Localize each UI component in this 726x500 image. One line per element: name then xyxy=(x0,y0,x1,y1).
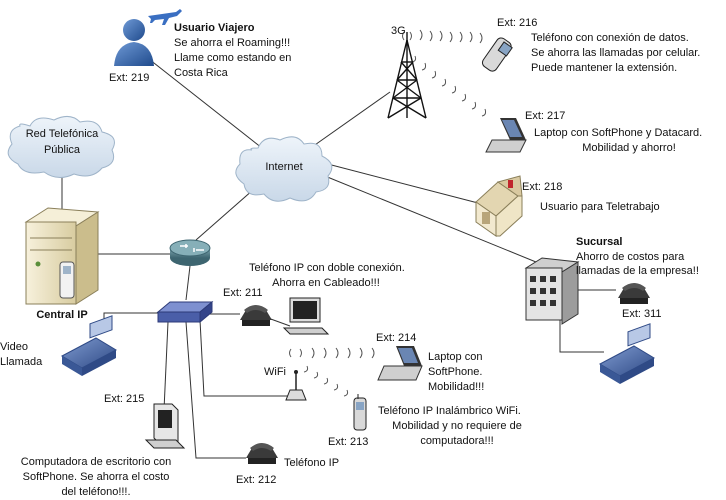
server-icon xyxy=(24,207,100,305)
viajero-line-1: Se ahorra el Roaming!!! xyxy=(174,37,290,49)
laptop214-line-2: SoftPhone. xyxy=(428,366,482,378)
pc215-line-2: SoftPhone. Se ahorra el costo xyxy=(23,471,170,483)
public-network-cloud-icon: Red Telefónica Pública xyxy=(7,116,115,178)
video-phone-icon xyxy=(598,323,656,384)
laptop214-line-3: Mobilidad!!! xyxy=(428,381,484,393)
airplane-icon xyxy=(148,9,182,25)
link-internet-3g xyxy=(311,91,391,148)
link-internet-teletrabajo xyxy=(319,161,479,204)
connections xyxy=(61,51,616,459)
video-line-1: Video xyxy=(0,341,28,353)
laptop217-line-2: Mobilidad y ahorro! xyxy=(582,142,676,154)
cell-phone-icon xyxy=(481,37,513,72)
cell-phone-icon xyxy=(353,394,367,431)
link-phone211-pc xyxy=(267,317,291,327)
ext-213: Ext: 213 xyxy=(328,436,368,448)
viajero-ext: Ext: 219 xyxy=(109,72,149,84)
viajero-line-2: Llame como estando en xyxy=(174,52,291,64)
building-icon xyxy=(524,257,580,325)
viajero-line-3: Costa Rica xyxy=(174,67,229,79)
wifi213-line-3: computadora!!! xyxy=(420,435,493,447)
phone216-line-2: Se ahorra las llamadas por celular. xyxy=(531,47,700,59)
sucursal-line-1: Ahorro de costos para xyxy=(576,251,685,263)
link-sucursal-videophone xyxy=(559,310,604,353)
ext-211: Ext: 211 xyxy=(223,287,263,299)
wifi213-line-2: Mobilidad y no requiere de xyxy=(392,420,522,432)
cell-tower-icon xyxy=(387,32,427,119)
laptop217-line-1: Laptop con SoftPhone y Datacard. xyxy=(534,127,702,139)
link-viajero-internet xyxy=(139,51,263,149)
link-switch-wifi xyxy=(199,319,292,397)
public-network-label-2: Pública xyxy=(44,144,81,156)
video-line-2: Llamada xyxy=(0,356,43,368)
internet-cloud-icon: Internet xyxy=(235,136,333,202)
pc215-line-1: Computadora de escritorio con xyxy=(21,456,171,468)
link-internet-sucursal xyxy=(319,173,537,263)
user-icon xyxy=(114,19,154,66)
public-network-label-1: Red Telefónica xyxy=(26,128,99,140)
phone212-label: Teléfono IP xyxy=(284,457,339,469)
viajero-title: Usuario Viajero xyxy=(174,22,255,34)
link-router-switch xyxy=(185,265,191,301)
ext-216: Ext: 216 xyxy=(497,17,537,29)
laptop214-line-1: Laptop con xyxy=(428,351,482,363)
sucursal-title: Sucursal xyxy=(576,236,622,248)
ipdual-line-2: Ahorra en Cableado!!! xyxy=(272,277,380,289)
ext-214: Ext: 214 xyxy=(376,332,416,344)
teletrabajo-label: Usuario para Teletrabajo xyxy=(540,201,660,213)
router-icon xyxy=(169,239,211,266)
computer-icon xyxy=(282,297,330,335)
central-ip-label: Central IP xyxy=(36,309,87,321)
desk-phone-icon xyxy=(246,443,278,464)
ext-215: Ext: 215 xyxy=(104,393,144,405)
desk-phone-icon xyxy=(240,305,272,326)
phone216-line-3: Puede mantener la extensión. xyxy=(531,62,677,74)
laptop-icon xyxy=(485,118,527,153)
link-switch-phone212 xyxy=(185,321,246,459)
threeg-label: 3G xyxy=(391,25,406,37)
ext-311: Ext: 311 xyxy=(622,308,662,320)
wifi-label: WiFi xyxy=(264,366,286,378)
desk-phone-icon xyxy=(618,283,650,304)
wifi-access-point-icon xyxy=(285,370,307,401)
link-switch-pc215 xyxy=(163,321,169,411)
wireless-waves xyxy=(289,29,487,397)
switch-icon xyxy=(156,300,214,324)
internet-label: Internet xyxy=(265,161,302,173)
computer-icon xyxy=(144,403,186,449)
ext-217: Ext: 217 xyxy=(525,110,565,122)
wifi213-line-1: Teléfono IP Inalámbrico WiFi. xyxy=(378,405,521,417)
ipdual-line-1: Teléfono IP con doble conexión. xyxy=(249,262,405,274)
laptop-icon xyxy=(377,346,423,381)
phone216-line-1: Teléfono con conexión de datos. xyxy=(531,32,689,44)
house-icon xyxy=(475,175,523,237)
ext-212: Ext: 212 xyxy=(236,474,276,486)
ext-218: Ext: 218 xyxy=(522,181,562,193)
sucursal-line-2: llamadas de la empresa!! xyxy=(576,265,699,277)
pc215-line-3: del teléfono!!!. xyxy=(61,486,130,498)
video-phone-icon xyxy=(60,315,118,376)
